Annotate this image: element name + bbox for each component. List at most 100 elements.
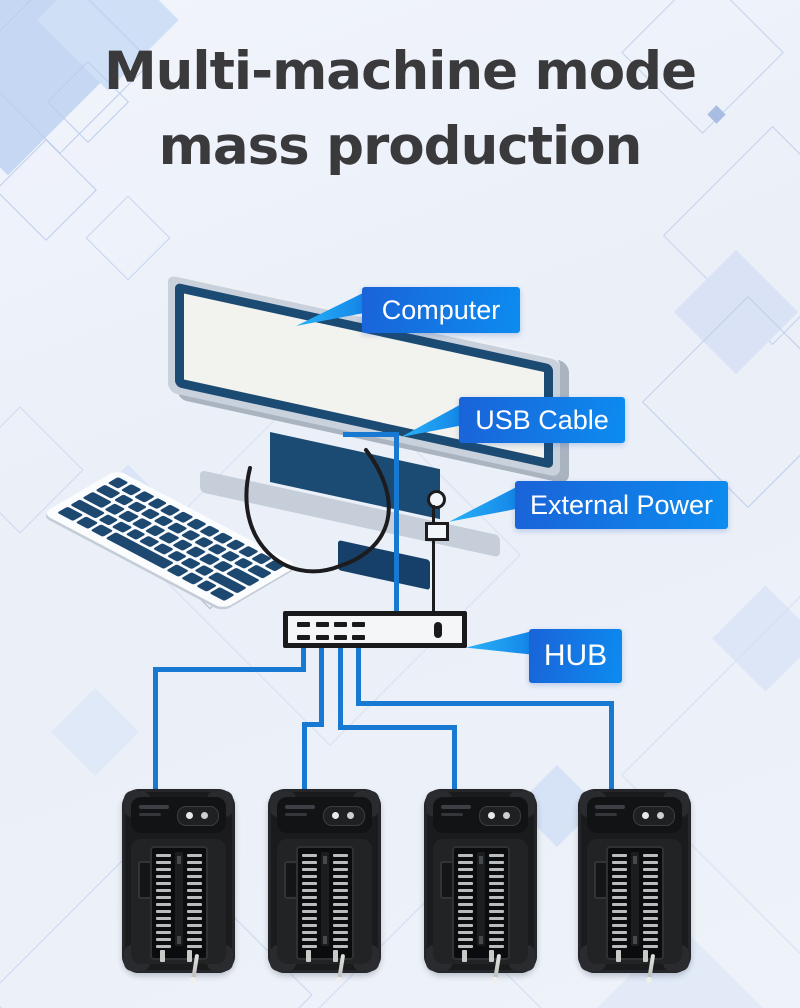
zif-pin xyxy=(611,882,627,885)
zif-pin xyxy=(155,882,171,885)
hub-port xyxy=(334,635,347,640)
hub-port-slot xyxy=(316,622,329,627)
zif-pin xyxy=(186,896,202,899)
zif-pin xyxy=(332,910,348,913)
zif-pin xyxy=(155,868,171,871)
zif-pin xyxy=(611,889,627,892)
zif-pin xyxy=(611,861,627,864)
zif-pin-rows xyxy=(155,854,202,948)
zif-pin xyxy=(488,854,504,857)
hub-wire-3-run xyxy=(338,725,457,730)
zif-lever-pin xyxy=(335,953,345,984)
zif-center-channel xyxy=(630,852,639,946)
zif-socket xyxy=(605,846,664,984)
zif-pin-rows xyxy=(611,854,658,948)
zif-pin xyxy=(332,917,348,920)
hub-wire-2-drop xyxy=(319,646,324,727)
computer-label-text: Computer xyxy=(381,294,501,325)
zif-notch xyxy=(632,936,637,944)
zif-pin xyxy=(611,896,627,899)
zif-pin xyxy=(457,889,473,892)
zif-pin xyxy=(155,910,171,913)
status-led xyxy=(332,812,339,819)
zif-pin xyxy=(332,938,348,941)
hub-wire-1-run xyxy=(153,667,306,672)
hub-port xyxy=(297,635,310,640)
external-power-line-upper xyxy=(432,505,435,524)
zif-socket xyxy=(149,846,208,984)
zif-pin xyxy=(488,868,504,871)
usb-cable-line-vertical xyxy=(394,432,399,613)
zif-lever-tip xyxy=(189,976,197,984)
zif-pin xyxy=(642,931,658,934)
zif-pin xyxy=(611,917,627,920)
zif-pin xyxy=(155,861,171,864)
hub-wire-4-drop xyxy=(356,646,361,706)
zif-center-channel xyxy=(174,852,183,946)
zif-pin xyxy=(301,889,317,892)
hub-label-text: HUB xyxy=(543,639,608,672)
computer-label: Computer xyxy=(362,287,520,333)
programmer-logo-mark xyxy=(441,813,463,816)
zif-pin xyxy=(642,889,658,892)
programmer-logo-mark xyxy=(595,805,625,809)
zif-metal-tab xyxy=(332,950,338,962)
hub-wire-3-down xyxy=(452,725,457,791)
zif-pin xyxy=(457,917,473,920)
programmer-body xyxy=(433,839,528,984)
programmer-logo-mark xyxy=(285,813,307,816)
zif-pin xyxy=(457,861,473,864)
zif-pin xyxy=(611,924,627,927)
programmer-device-4 xyxy=(578,789,691,984)
usb-hub xyxy=(283,611,467,648)
zif-pin xyxy=(332,854,348,857)
zif-pin xyxy=(332,882,348,885)
zif-pin xyxy=(301,917,317,920)
status-led-window xyxy=(479,806,521,826)
zif-pin xyxy=(488,945,504,948)
programmer-logo-mark xyxy=(139,813,161,816)
external-power-label-text: External Power xyxy=(529,489,714,520)
zif-pin xyxy=(457,910,473,913)
zif-pin xyxy=(488,910,504,913)
zif-pin xyxy=(488,931,504,934)
hub-wire-1-down xyxy=(153,667,158,791)
external-power-plug-ring-icon xyxy=(427,490,446,509)
hub-port xyxy=(316,635,329,640)
zif-pin xyxy=(488,938,504,941)
zif-pin xyxy=(332,875,348,878)
zif-pin xyxy=(642,917,658,920)
zif-notch xyxy=(632,856,637,864)
hub-wire-4-run xyxy=(356,701,614,706)
zif-pin xyxy=(488,896,504,899)
zif-pin xyxy=(457,924,473,927)
programmer-top-panel xyxy=(277,797,372,833)
zif-pin xyxy=(611,854,627,857)
zif-notch xyxy=(322,856,327,864)
zif-pin xyxy=(186,875,202,878)
zif-pin xyxy=(301,868,317,871)
status-led xyxy=(503,812,510,819)
zif-notch xyxy=(478,936,483,944)
zif-pin xyxy=(642,924,658,927)
zif-pin xyxy=(332,931,348,934)
zif-pin xyxy=(642,945,658,948)
zif-center-channel xyxy=(320,852,329,946)
status-led xyxy=(657,812,664,819)
hub-port-slot xyxy=(297,622,310,627)
zif-pin xyxy=(642,861,658,864)
zif-socket xyxy=(451,846,510,984)
programmer-device-1 xyxy=(122,789,235,984)
zif-pin xyxy=(332,903,348,906)
zif-metal-tab xyxy=(642,950,648,962)
hub-wire-3-drop xyxy=(338,646,343,730)
zif-pin xyxy=(457,903,473,906)
zif-notch xyxy=(322,936,327,944)
status-led xyxy=(201,812,208,819)
programmer-logo-mark xyxy=(285,805,315,809)
zif-metal-tab xyxy=(461,950,467,962)
zif-pin-rows xyxy=(301,854,348,948)
zif-metal-tab xyxy=(186,950,192,962)
zif-pin-column xyxy=(642,854,658,948)
zif-pin xyxy=(332,924,348,927)
